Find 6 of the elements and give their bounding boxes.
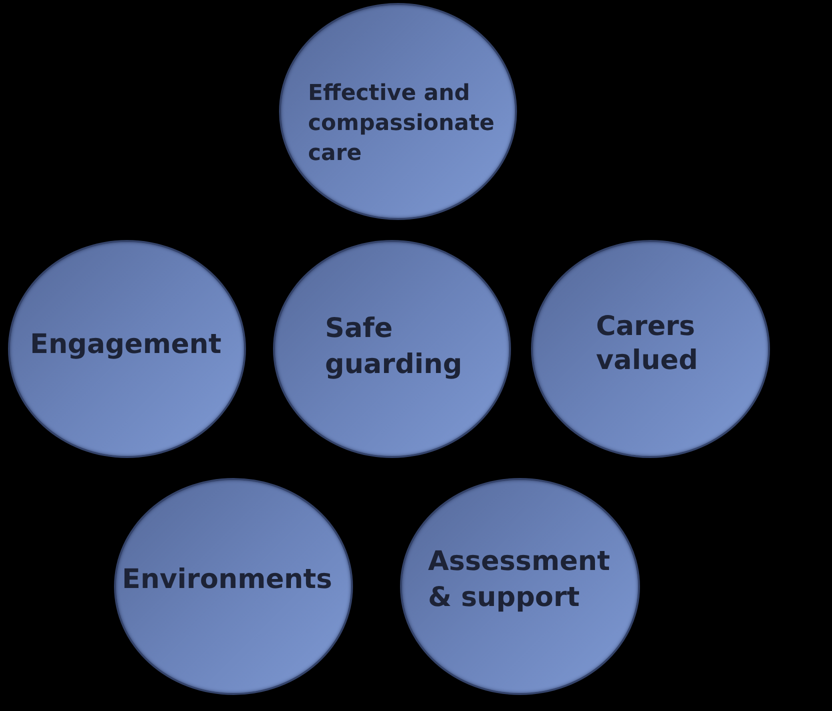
topic-label: Safe guarding	[325, 312, 464, 382]
topic-label: Carers valued	[596, 310, 699, 378]
topic-label: Effective and compassionate care	[308, 80, 496, 168]
topic-label: Engagement	[30, 329, 222, 361]
topic-label: Assessment & support	[428, 545, 612, 615]
topic-label: Environments	[122, 564, 334, 596]
